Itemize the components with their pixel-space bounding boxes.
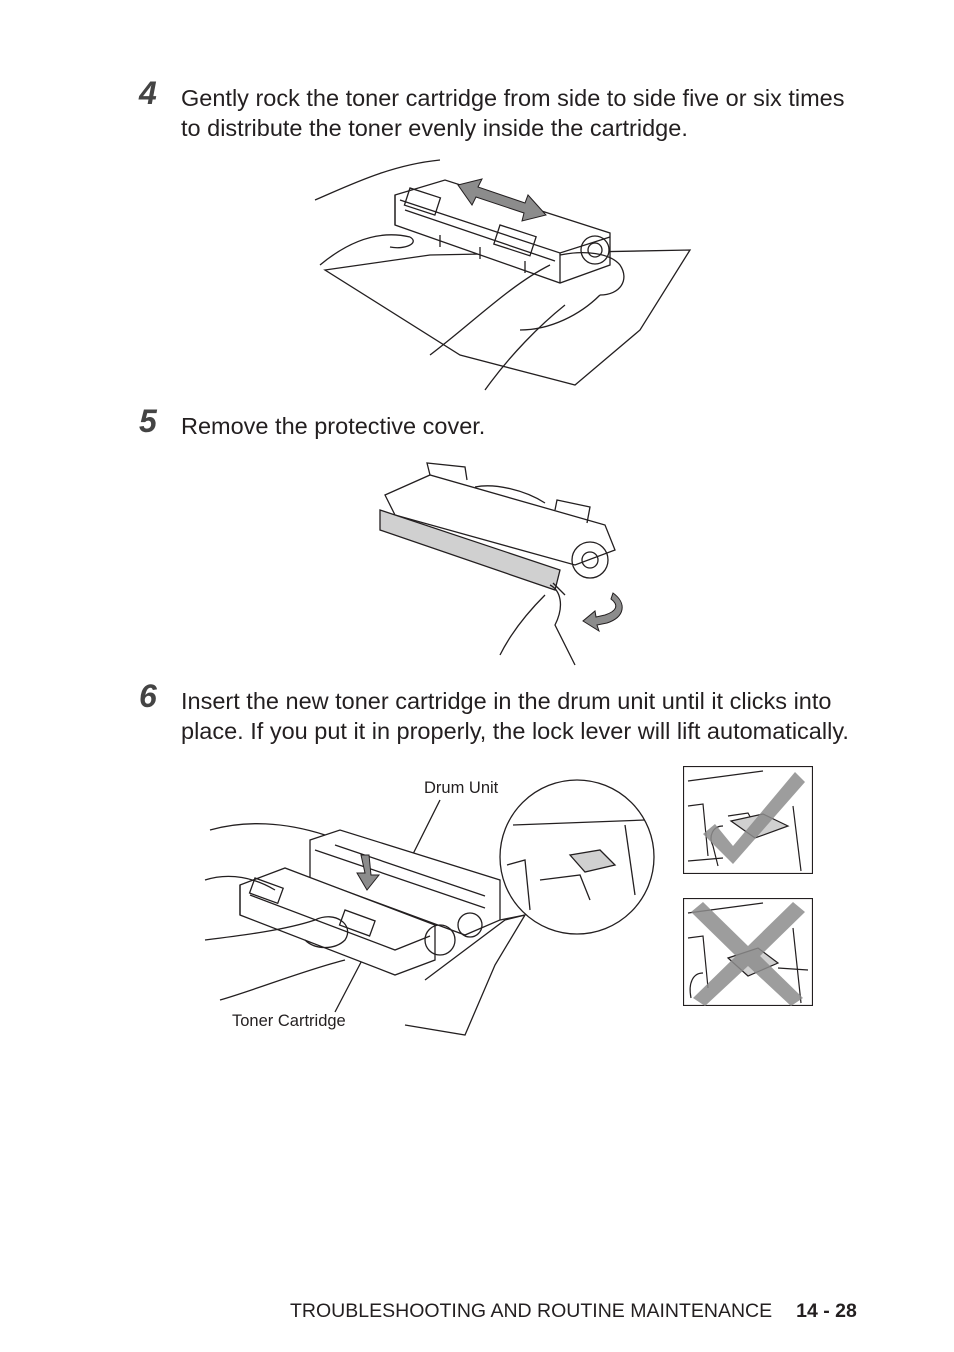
drum-unit-label: Drum Unit (424, 779, 499, 797)
lock-lever-correct-inset (683, 766, 813, 874)
step-5-text: Remove the protective cover. (181, 411, 901, 441)
double-arrow-icon (457, 178, 547, 222)
step-6-text: Insert the new toner cartridge in the dr… (181, 686, 901, 746)
page-footer: TROUBLESHOOTING AND ROUTINE MAINTENANCE 1… (290, 1300, 857, 1323)
step-number-4: 4 (139, 75, 157, 111)
footer-section-title: TROUBLESHOOTING AND ROUTINE MAINTENANCE (290, 1300, 773, 1322)
step-4-text: Gently rock the toner cartridge from sid… (181, 83, 901, 143)
step-number-5: 5 (139, 403, 157, 439)
step-5-line-1: Remove the protective cover. (181, 413, 486, 439)
rotate-arrow-icon (582, 592, 623, 633)
cross-mark-icon (691, 902, 805, 1006)
step-6-line-2: place. If you put it in properly, the lo… (181, 718, 849, 744)
check-mark-icon (703, 772, 805, 864)
insert-cartridge-illustration (195, 760, 665, 1045)
step-6-line-1: Insert the new toner cartridge in the dr… (181, 688, 832, 714)
step-number-6: 6 (139, 678, 157, 714)
footer-page-number: 14 - 28 (796, 1300, 857, 1322)
toner-cartridge-label: Toner Cartridge (232, 1012, 346, 1030)
rock-cartridge-illustration (310, 155, 700, 395)
remove-cover-illustration (375, 455, 635, 670)
lock-lever-incorrect-inset (683, 898, 813, 1006)
step-4-line-2: to distribute the toner evenly inside th… (181, 115, 688, 141)
step-4-line-1: Gently rock the toner cartridge from sid… (181, 85, 845, 111)
